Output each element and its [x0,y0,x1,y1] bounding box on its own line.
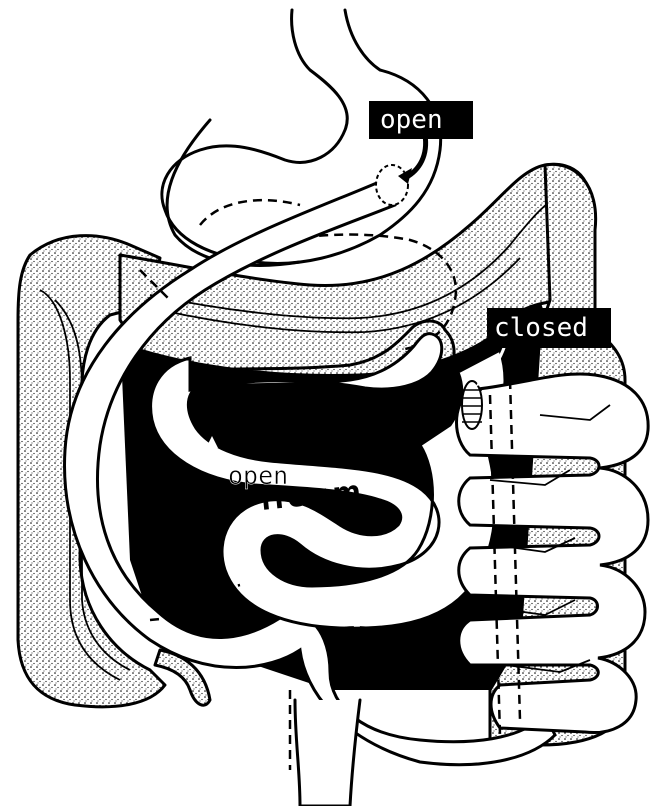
open-top-label: open [380,105,443,135]
jejunum-length-label: 25 cm [218,409,266,428]
ileum-length-label: 50 cm [198,493,246,512]
closed-anastomosis [462,381,482,429]
gastric-anastomosis [376,165,408,205]
rectum [295,700,360,806]
closed-label: closed [494,313,588,343]
